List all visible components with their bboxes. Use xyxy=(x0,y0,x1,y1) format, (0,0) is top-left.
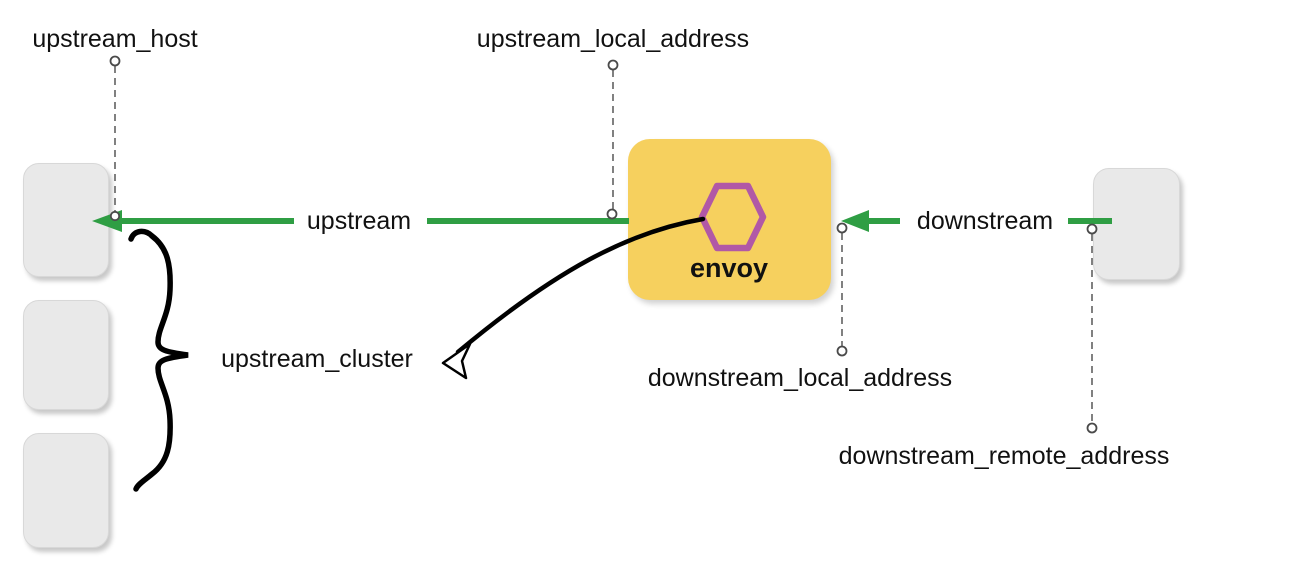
upstream-host-box-1 xyxy=(23,163,109,277)
downstream-local-address-label: downstream_local_address xyxy=(647,364,953,392)
envoy-hexagon-icon xyxy=(698,182,767,252)
downstream-arrow xyxy=(841,210,1112,232)
upstream-local-address-label: upstream_local_address xyxy=(476,25,750,53)
leader-lines xyxy=(114,66,1093,423)
leader-endpoints xyxy=(109,55,1098,434)
upstream-host-label: upstream_host xyxy=(32,25,198,53)
upstream-cluster-brace xyxy=(128,228,189,492)
envoy-label: envoy xyxy=(689,253,769,283)
envoy-proxy-box xyxy=(628,139,831,300)
upstream-cluster-label: upstream_cluster xyxy=(221,345,413,373)
upstream-cluster-arrow xyxy=(441,216,706,380)
downstream-remote-address-label: downstream_remote_address xyxy=(838,442,1170,470)
upstream-label: upstream xyxy=(306,207,412,235)
upstream-host-box-3 xyxy=(23,433,109,548)
downstream-label: downstream xyxy=(916,207,1054,235)
upstream-host-box-2 xyxy=(23,300,109,410)
